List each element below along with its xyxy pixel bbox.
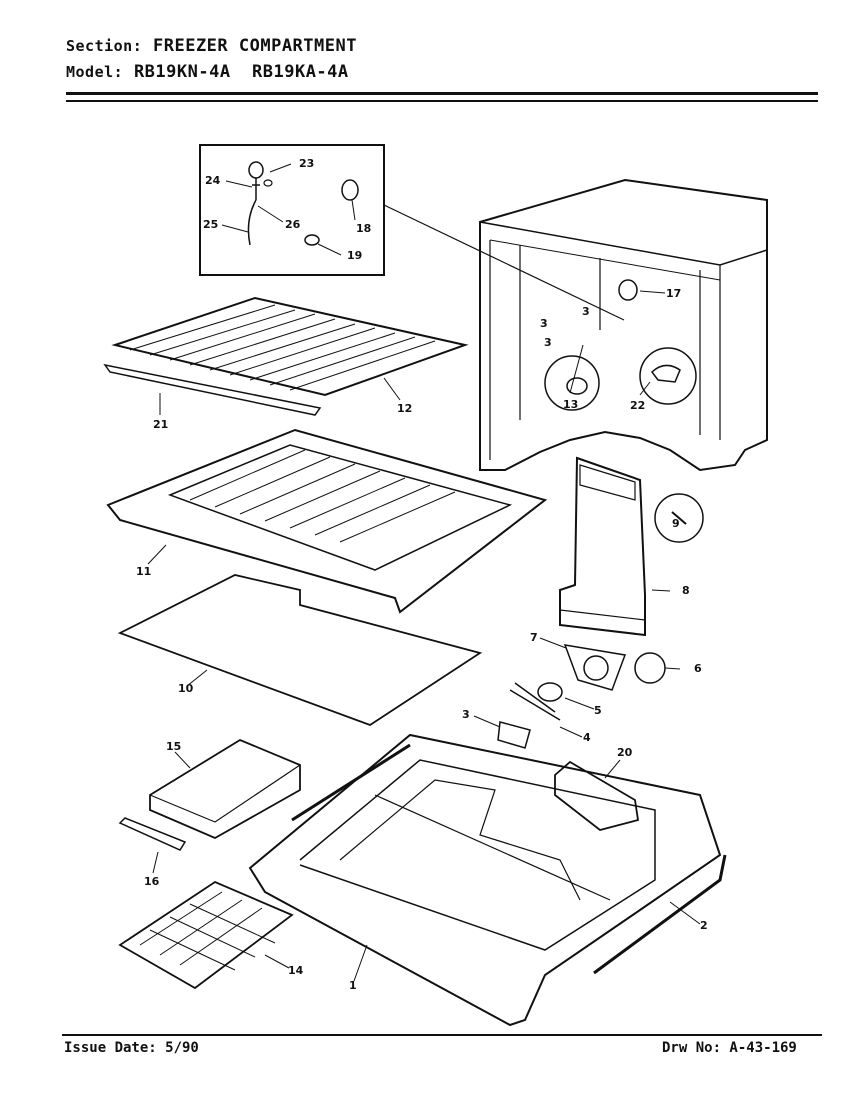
callout-26: 26 (285, 218, 301, 231)
section-key: Section: (66, 37, 143, 55)
inset-leader (383, 204, 625, 321)
callout-17: 17 (666, 287, 681, 300)
callout-16: 16 (144, 875, 160, 888)
callout-23: 23 (299, 157, 314, 170)
section-value: FREEZER COMPARTMENT (153, 36, 357, 56)
model-line: Model: RB19KN-4A RB19KA-4A (66, 62, 349, 82)
callout-9: 9 (672, 517, 680, 530)
door-gasket (593, 854, 727, 975)
model-key: Model: (66, 63, 124, 81)
callout-3b: 3 (544, 336, 552, 349)
freezer-cabinet (479, 178, 768, 472)
callout-4: 4 (583, 731, 591, 744)
callout-8: 8 (682, 584, 690, 597)
callout-5: 5 (594, 704, 602, 717)
model-value: RB19KN-4A RB19KA-4A (133, 62, 349, 82)
callout-10: 10 (178, 682, 194, 695)
liner-panel (117, 574, 483, 727)
callout-labels: 23 24 25 26 18 19 17 12 21 13 22 3 3 3 9… (136, 157, 708, 992)
callout-6: 6 (694, 662, 702, 675)
callout-7: 7 (530, 631, 538, 644)
callout-21: 21 (153, 418, 168, 431)
ice-tray-bin (149, 738, 301, 840)
freezer-shelf (106, 428, 548, 614)
section-line: Section: FREEZER COMPARTMENT (66, 36, 357, 56)
callout-22: 22 (630, 399, 645, 412)
issue-date: Issue Date: 5/90 (64, 1040, 199, 1056)
fan-assembly (497, 644, 666, 749)
callout-20: 20 (617, 746, 633, 759)
callout-19: 19 (347, 249, 362, 262)
callout-14: 14 (288, 964, 304, 977)
leader-lines (147, 163, 701, 982)
callout-3a: 3 (540, 317, 548, 330)
bin-rail (118, 817, 187, 851)
drawing-number: Drw No: A-43-169 (662, 1040, 797, 1056)
callout-13: 13 (563, 398, 578, 411)
header-rule-bottom (66, 100, 818, 102)
header-rule-top (66, 92, 818, 95)
callout-1: 1 (349, 979, 357, 992)
callout-18: 18 (356, 222, 371, 235)
callout-3c: 3 (582, 305, 590, 318)
evaporator-cover (554, 760, 640, 831)
footer-rule (62, 1034, 822, 1036)
wire-shelf (111, 296, 469, 397)
ice-cube-tray (118, 880, 294, 990)
callout-11: 11 (136, 565, 151, 578)
inset-parts (247, 161, 359, 246)
air-duct (559, 456, 704, 637)
callout-25: 25 (203, 218, 218, 231)
shelf-rail (103, 363, 322, 416)
callout-12: 12 (397, 402, 412, 415)
callout-15: 15 (166, 740, 181, 753)
freezer-bottom-pan (248, 733, 722, 1027)
inset-detail-box (199, 144, 385, 276)
callout-3: 3 (462, 708, 470, 721)
callout-24: 24 (205, 174, 221, 187)
callout-2: 2 (700, 919, 708, 932)
